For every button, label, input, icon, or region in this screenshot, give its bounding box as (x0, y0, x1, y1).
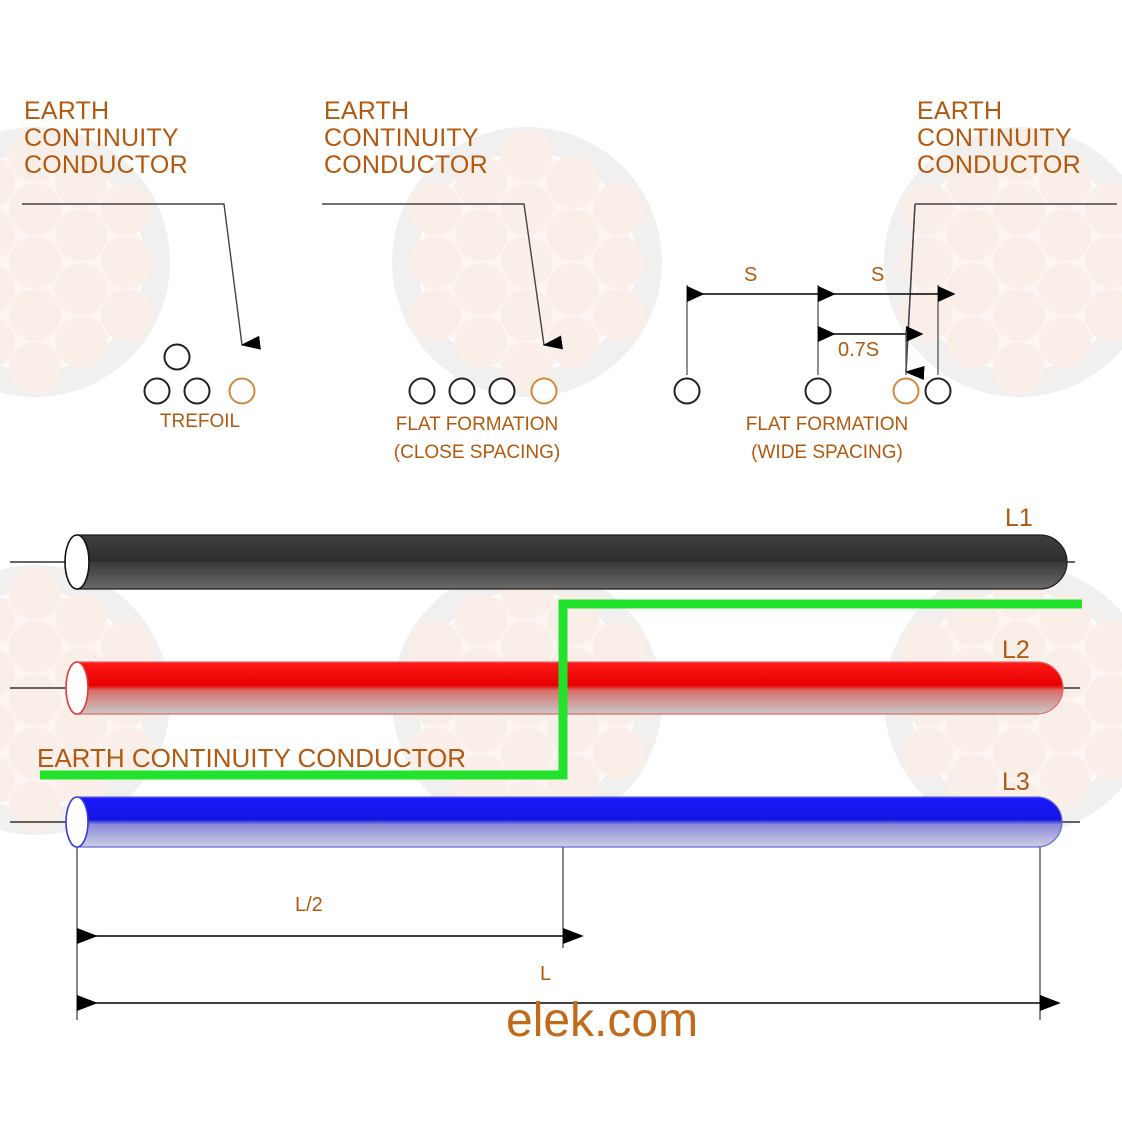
rail-L2-body (76, 661, 1064, 715)
caption-flat-wide-line1: FLAT FORMATION (745, 414, 909, 435)
flat-close-conductor-1 (408, 377, 436, 405)
label-earth-continuity-flat-close: EARTH CONTINUITY CONDUCTOR (324, 97, 488, 179)
flat-wide-conductor-2 (804, 377, 832, 405)
rail-label-L2: L2 (1002, 636, 1030, 664)
earth-conductor-path (40, 599, 1082, 780)
label-earth-continuity-flat-wide: EARTH CONTINUITY CONDUCTOR (917, 97, 1081, 179)
rail-L3-body (76, 796, 1063, 848)
flat-close-leader-line (322, 203, 564, 350)
flat-wide-earth-conductor (892, 377, 920, 405)
flat-close-earth-conductor (530, 377, 558, 405)
label-earth-continuity-conductor-main: EARTH CONTINUITY CONDUCTOR (37, 743, 467, 773)
rail-L1-body (76, 534, 1068, 590)
dim-label-spacing-left: S (744, 264, 758, 286)
trefoil-earth-conductor (228, 377, 256, 405)
rail-L3 (10, 796, 1080, 848)
rail-L2 (10, 661, 1080, 715)
flat-wide-group (673, 203, 1117, 405)
dim-label-half-length: L/2 (295, 894, 323, 916)
trefoil-group (22, 203, 261, 405)
trefoil-conductor-left (143, 377, 171, 405)
rail-L1 (10, 534, 1075, 590)
flat-close-group (322, 203, 564, 405)
rail-L2-end-cap (65, 661, 89, 715)
label-earth-continuity-trefoil: EARTH CONTINUITY CONDUCTOR (24, 97, 188, 179)
caption-trefoil: TREFOIL (159, 411, 241, 432)
caption-flat-close-line1: FLAT FORMATION (395, 414, 559, 435)
rail-L1-end-cap (64, 534, 90, 590)
dim-label-full-length: L (540, 963, 552, 985)
dim-label-spacing-right: S (871, 264, 885, 286)
rail-label-L1: L1 (1005, 504, 1033, 532)
flat-wide-conductor-1 (673, 377, 701, 405)
site-watermark-text: elek.com (506, 994, 699, 1047)
caption-flat-wide-line2: (WIDE SPACING) (751, 442, 903, 463)
trefoil-conductor-right (183, 377, 211, 405)
flat-close-conductor-2 (448, 377, 476, 405)
dim-label-earth-offset: 0.7S (838, 339, 880, 361)
trefoil-leader-line (22, 203, 261, 350)
caption-flat-close-line2: (CLOSE SPACING) (393, 442, 561, 463)
trefoil-conductor-top (163, 343, 191, 371)
flat-close-conductor-3 (488, 377, 516, 405)
flat-wide-conductor-3 (924, 377, 952, 405)
rail-label-L3: L3 (1002, 768, 1030, 796)
